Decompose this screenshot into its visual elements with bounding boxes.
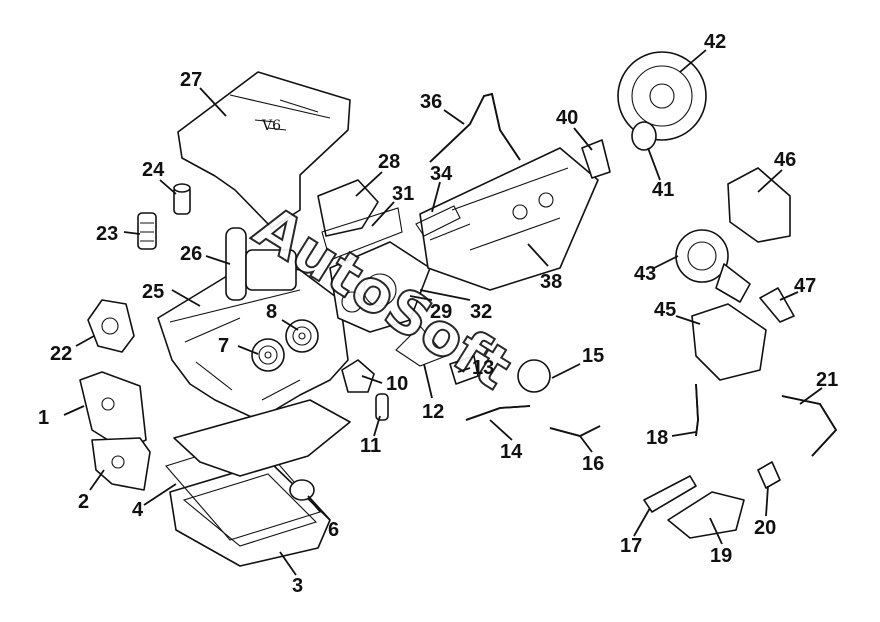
- head-gasket-34: [415, 205, 461, 237]
- callout-11: 11: [360, 435, 381, 457]
- callout-24: 24: [142, 159, 165, 181]
- callout-27: 27: [180, 69, 202, 91]
- timing-cover-1: [79, 371, 147, 451]
- callout-17: 17: [620, 535, 642, 557]
- cam-cap-40: [581, 139, 611, 179]
- callout-10: 10: [386, 373, 408, 395]
- callout-labels: 1 2 3 4 6 7 8 10 11 12 13 14 15 16 17 18…: [38, 31, 838, 597]
- callout-7: 7: [218, 335, 229, 357]
- callout-41: 41: [652, 179, 674, 201]
- hose-14: [465, 405, 531, 421]
- callout-40: 40: [556, 107, 578, 129]
- callout-25: 25: [142, 281, 164, 303]
- callout-2: 2: [78, 491, 89, 513]
- callout-29: 29: [430, 301, 452, 323]
- callout-14: 14: [500, 441, 523, 463]
- heat-shield-46: [727, 167, 791, 243]
- sensor-bolt: [375, 393, 389, 421]
- callout-26: 26: [180, 243, 202, 265]
- filter-part: [137, 212, 157, 250]
- callout-43: 43: [634, 263, 656, 285]
- coolant-pipe: [429, 92, 521, 163]
- callout-22: 22: [50, 343, 72, 365]
- callout-20: 20: [754, 517, 776, 539]
- callout-18: 18: [646, 427, 668, 449]
- crank-pulley: [617, 51, 707, 141]
- callout-21: 21: [816, 369, 838, 391]
- oil-pan: [169, 461, 331, 567]
- pipe-16: [549, 425, 601, 437]
- callout-31: 31: [392, 183, 414, 205]
- callout-3: 3: [292, 575, 303, 597]
- callout-32: 32: [470, 301, 492, 323]
- oil-sensor: [289, 479, 315, 501]
- leader-lines: [63, 49, 823, 576]
- thermostat-housing: [341, 359, 375, 393]
- callout-36: 36: [420, 91, 442, 113]
- exhaust-manifold: [667, 491, 745, 539]
- callout-4: 4: [132, 499, 144, 521]
- svg-text:V6: V6: [261, 118, 281, 134]
- callout-19: 19: [710, 545, 732, 567]
- pulley-hub: [631, 121, 657, 151]
- oil-filler-tube: [225, 227, 297, 301]
- cylinder-head: [419, 147, 599, 291]
- callout-1: 1: [38, 407, 49, 429]
- callout-16: 16: [582, 453, 604, 475]
- exhaust-pipe-21: [781, 395, 838, 457]
- elbow-47: [759, 287, 795, 323]
- turbocharger: [675, 229, 751, 303]
- flange-20: [757, 461, 781, 489]
- timing-cover-2: [91, 437, 151, 491]
- callout-8: 8: [266, 301, 277, 323]
- callout-23: 23: [96, 223, 118, 245]
- callout-45: 45: [654, 299, 676, 321]
- callout-6: 6: [328, 519, 339, 541]
- callout-46: 46: [774, 149, 796, 171]
- callout-28: 28: [378, 151, 400, 173]
- callout-42: 42: [704, 31, 726, 53]
- oil-pan-upper: [173, 399, 351, 477]
- intake-manifold: [329, 241, 431, 333]
- gasket-31: [321, 207, 403, 261]
- callout-12: 12: [422, 401, 444, 423]
- bracket-12: [395, 325, 447, 367]
- callout-13: 13: [472, 357, 494, 379]
- intake-part-28: [317, 179, 379, 237]
- callout-38: 38: [540, 271, 562, 293]
- sleeve-part: [173, 183, 191, 215]
- dipstick-tube: [695, 383, 699, 437]
- pipe-15: [517, 359, 551, 393]
- callout-47: 47: [794, 275, 816, 297]
- sprocket-7: [251, 338, 285, 372]
- callout-15: 15: [582, 345, 604, 367]
- callout-34: 34: [430, 163, 453, 185]
- water-pump: [87, 299, 135, 353]
- housing-45: [691, 303, 767, 381]
